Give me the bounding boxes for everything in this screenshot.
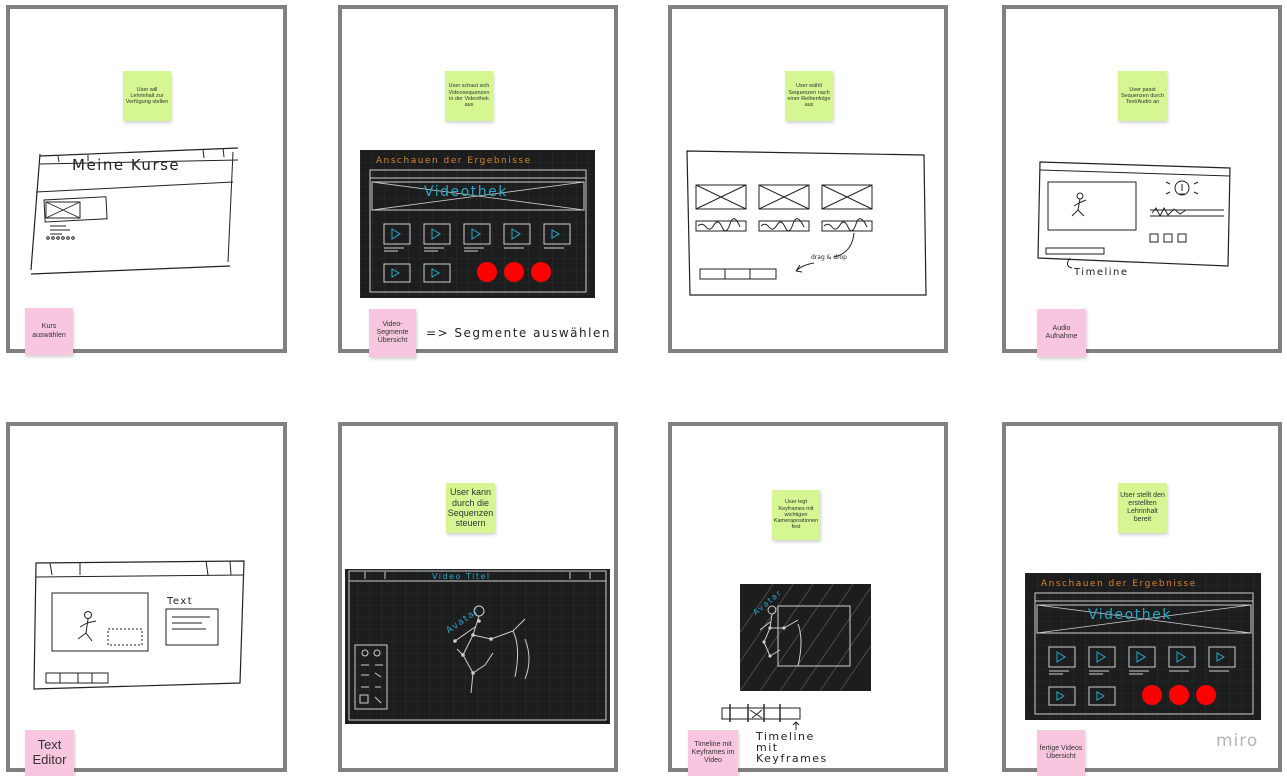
step-sticky-note[interactable]: fertige Videos Übersicht: [1037, 730, 1085, 776]
step-sticky-note[interactable]: Audio Aufnahme: [1037, 309, 1086, 357]
step-sticky-note[interactable]: Timeline mit Keyframes im Video: [688, 730, 738, 776]
task-sticky-note[interactable]: User kann durch die Sequenzen steuern: [446, 483, 495, 533]
sketch-title: Videothek: [424, 184, 508, 200]
sketch-title: Meine Kurse: [72, 156, 181, 174]
audio-editor-sketch: [1034, 158, 1234, 270]
video-player-sketch: [345, 569, 610, 724]
annotation-text: Timeline mit Keyframes: [756, 730, 828, 765]
annotation-text: => Segmente auswählen: [426, 326, 611, 340]
task-sticky-note[interactable]: User will Lehrinhalt zur Verfügung stell…: [123, 71, 171, 121]
sketch-title: Videothek: [1088, 607, 1172, 623]
task-sticky-note[interactable]: User stellt den erstellten Lehrinhalt be…: [1118, 483, 1167, 533]
storyboard-frame-1[interactable]: [6, 5, 287, 353]
sketch-label: Timeline: [1074, 267, 1129, 278]
task-sticky-note[interactable]: User legt Keyframes mit wichtigen Kamera…: [772, 490, 820, 540]
videothek-sketch: [1025, 573, 1261, 720]
text-editor-sketch: [30, 555, 248, 695]
task-sticky-note[interactable]: User schaut sich Videosequenzen in der V…: [445, 71, 493, 121]
sequence-order-sketch: [684, 145, 929, 300]
step-sticky-note[interactable]: Kurs auswählen: [25, 308, 73, 355]
step-sticky-note[interactable]: Text Editor: [25, 730, 74, 776]
timeline-sketch: [718, 702, 803, 732]
videothek-sketch: [360, 150, 595, 298]
sketch-header: Anschauen der Ergebnisse: [376, 156, 532, 166]
sketch-label: Text: [167, 596, 194, 607]
task-sticky-note[interactable]: User wählt Sequenzen nach einer Reihenfo…: [785, 71, 833, 121]
sketch-title: Video Titel: [432, 572, 491, 581]
step-sticky-note[interactable]: Video-Segmente Übersicht: [369, 309, 416, 357]
miro-logo: miro: [1216, 731, 1259, 751]
course-list-sketch: [28, 142, 243, 280]
storyboard-frame-5[interactable]: [6, 422, 287, 772]
keyframe-video-sketch: [740, 584, 871, 691]
sketch-header: Anschauen der Ergebnisse: [1041, 579, 1197, 589]
storyboard-frame-4[interactable]: [1002, 5, 1282, 353]
sketch-label: drag & drop: [811, 254, 847, 261]
task-sticky-note[interactable]: User passt Sequenzen durch Text/Audio an: [1118, 71, 1167, 121]
